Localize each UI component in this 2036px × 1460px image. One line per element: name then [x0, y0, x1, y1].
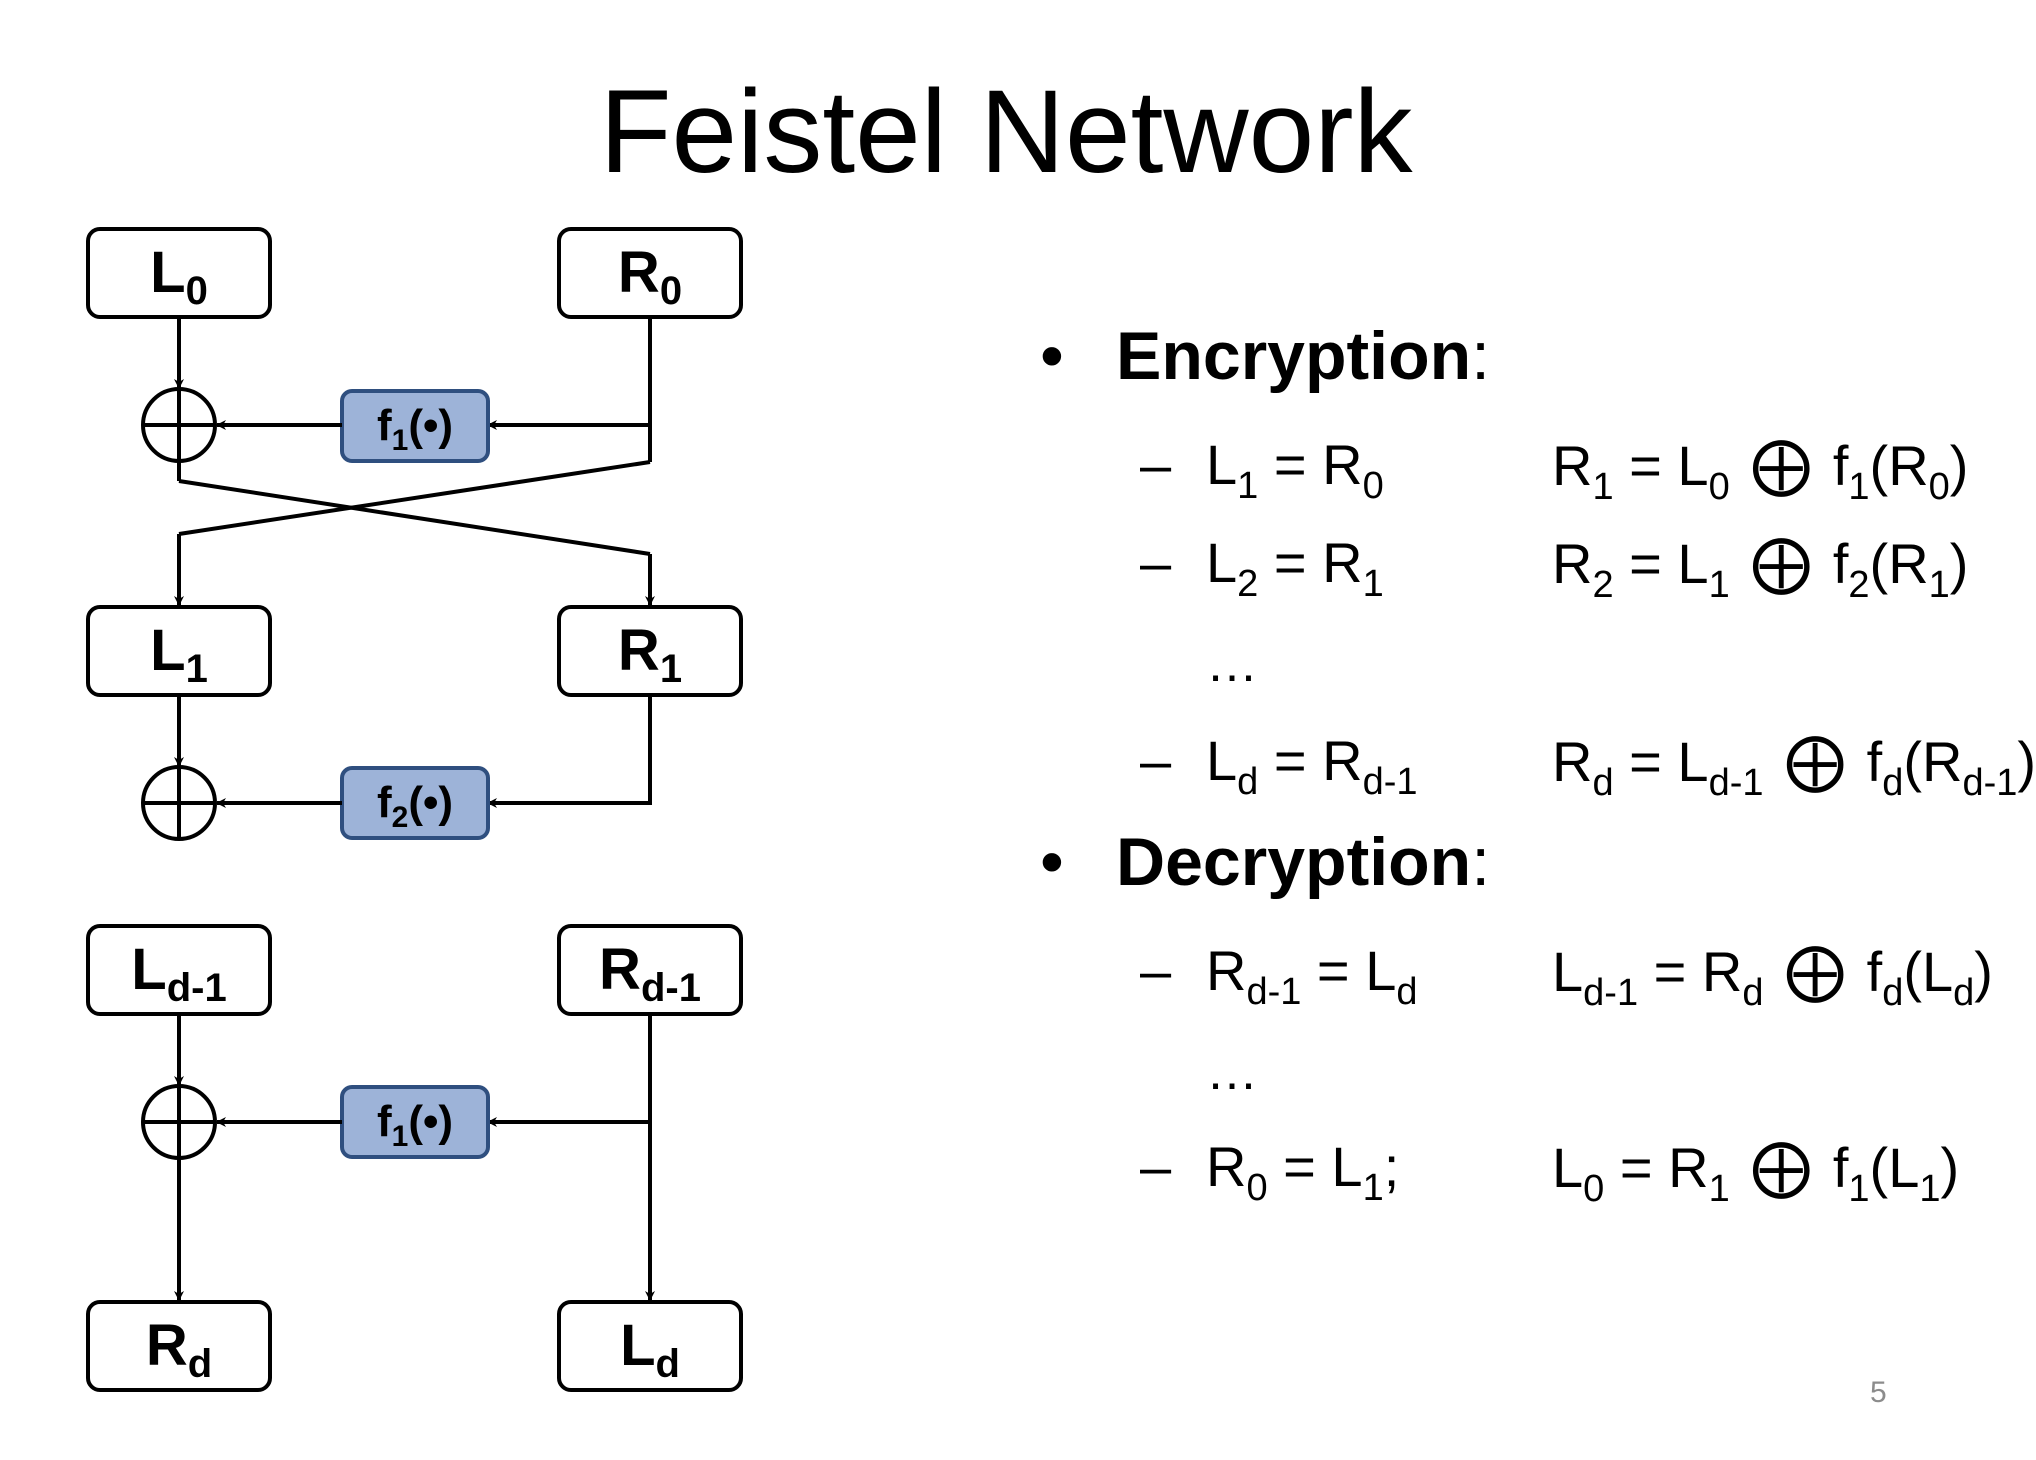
equation-lhs: R0 = L1;: [1206, 1135, 1400, 1209]
box-L1-label: L1: [150, 618, 208, 691]
cross-to-right: [178, 479, 651, 556]
dash: –: [1140, 729, 1172, 792]
equation-rhs: R2 = L1 ⨁ f2(R1): [1552, 529, 1969, 606]
equation-rhs: Ld-1 = Rd ⨁ fd(Ld): [1552, 937, 1993, 1014]
bullet-dot: •: [1040, 824, 1064, 900]
page-number: 5: [1870, 1376, 1887, 1409]
f2-label: f2(•): [377, 778, 453, 834]
xor-icon: ⨁: [1785, 937, 1846, 1004]
equation-lhs: Rd-1 = Ld: [1206, 939, 1418, 1013]
slide-title: Feistel Network: [599, 66, 1413, 198]
xor-icon: ⨁: [1751, 431, 1812, 498]
equation-lhs: L2 = R1: [1206, 531, 1384, 605]
xor-icon: ⨁: [1785, 727, 1846, 794]
f1-label: f1(•): [377, 401, 453, 457]
equation-lhs: Ld = Rd-1: [1206, 729, 1418, 803]
encryption-heading-text: Encryption:: [1116, 318, 1491, 394]
equation-rhs: Rd = Ld-1 ⨁ fd(Rd-1): [1552, 727, 2036, 804]
box-Rd-1-label: Rd-1: [599, 937, 701, 1010]
box-Ld-1-label: Ld-1: [131, 937, 226, 1010]
dash: –: [1140, 1135, 1172, 1198]
box-Rd-label: Rd: [146, 1313, 212, 1386]
encryption-ellipsis: …: [1206, 635, 1258, 693]
f3-label: f1(•): [377, 1097, 453, 1153]
equation-rhs: L0 = R1 ⨁ f1(L1): [1552, 1133, 1960, 1210]
equation-rhs: R1 = L0 ⨁ f1(R0): [1552, 431, 1969, 508]
bullet-dot: •: [1040, 318, 1064, 394]
box-Ld: [557, 1300, 743, 1392]
box-L0-label: L0: [150, 240, 208, 313]
feistel-diagram: L0 R0 f1(•) L1 R1 f2(•) Ld-1: [86, 227, 743, 1392]
xor2-icon: [141, 765, 217, 841]
xor-icon: ⨁: [1751, 1133, 1812, 1200]
decryption-ellipsis: …: [1206, 1043, 1258, 1101]
cross-to-left: [178, 460, 651, 536]
R1-to-f2-path: [487, 695, 652, 808]
dash: –: [1140, 433, 1172, 496]
xor-icon: ⨁: [1751, 529, 1812, 596]
xor1-icon: [141, 387, 217, 463]
box-Ld-label: Ld: [620, 1313, 680, 1386]
box-R1-label: R1: [618, 618, 682, 691]
decryption-heading-text: Decryption:: [1116, 824, 1491, 900]
box-R0-label: R0: [618, 240, 682, 313]
equation-lhs: L1 = R0: [1206, 433, 1384, 507]
dash: –: [1140, 531, 1172, 594]
xor3-icon: [141, 1084, 217, 1160]
dash: –: [1140, 939, 1172, 1002]
box-Rd: [86, 1300, 272, 1392]
